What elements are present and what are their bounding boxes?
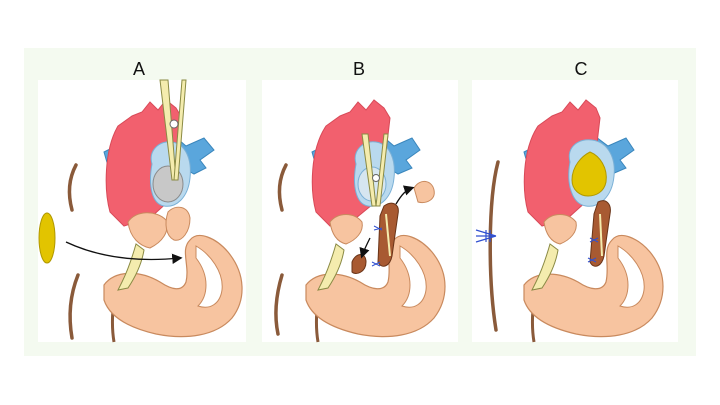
chordae [317, 243, 345, 291]
excised-fragment-top [413, 181, 435, 203]
leaflet-right [165, 206, 191, 241]
chordae [531, 243, 559, 291]
panel-b-label: B [352, 59, 365, 79]
clamp-icon [361, 133, 389, 207]
clamp-icon [159, 79, 187, 181]
panel-a-label: A [132, 59, 145, 79]
panel-c-label: C [574, 59, 588, 79]
leaflet-left [543, 214, 577, 245]
removal-arrow-up [395, 185, 415, 205]
chest-wall-lower [274, 273, 284, 336]
suture-icon [587, 237, 599, 263]
leaflet-left [127, 212, 168, 249]
chest-wall-lower [68, 273, 80, 340]
insertion-arrow [65, 241, 183, 264]
chest-suture-icon [475, 229, 497, 243]
panel-a-heart [38, 79, 243, 343]
chest-wall-upper [277, 163, 288, 212]
patch-repair-icon [571, 151, 607, 197]
suture-icon [371, 225, 383, 267]
removal-arrow-down [359, 237, 371, 259]
chest-wall [488, 160, 500, 332]
panel-b-heart [274, 99, 446, 343]
chest-wall-upper [67, 163, 78, 212]
excised-fragment-small [351, 254, 367, 275]
patch-icon [38, 212, 56, 264]
leaflet-left [329, 214, 363, 245]
panel-c-heart [475, 99, 664, 343]
